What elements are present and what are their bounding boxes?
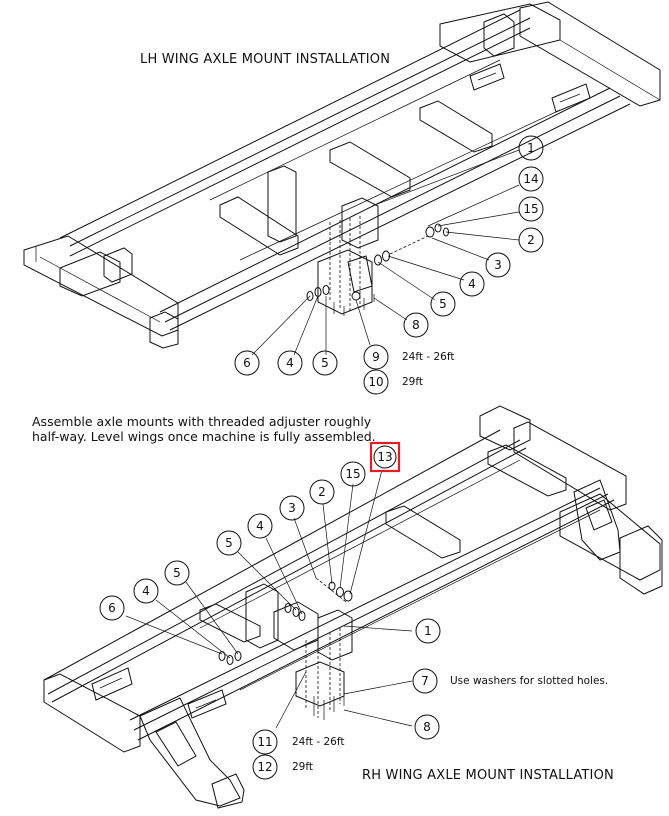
svg-text:5: 5 <box>173 566 181 580</box>
svg-text:4: 4 <box>142 584 150 598</box>
lh-title: LH WING AXLE MOUNT INSTALLATION <box>140 52 391 67</box>
svg-text:8: 8 <box>412 318 420 332</box>
rh-leaders <box>125 469 413 729</box>
svg-text:7: 7 <box>421 674 429 688</box>
svg-text:4: 4 <box>468 277 476 291</box>
rh-frame <box>43 405 663 809</box>
rh-callout-1: 1 <box>415 618 441 644</box>
svg-text:2: 2 <box>527 233 535 247</box>
rh-title: RH WING AXLE MOUNT INSTALLATION <box>362 768 614 783</box>
svg-text:6: 6 <box>243 356 251 370</box>
svg-text:3: 3 <box>288 501 296 515</box>
svg-text:13: 13 <box>377 450 392 464</box>
rh-size-11: 24ft - 26ft <box>292 736 345 748</box>
lh-callout-6: 6 <box>234 350 260 376</box>
rh-callout-4: 4 <box>247 513 273 539</box>
lh-callout-4b: 4 <box>277 350 303 376</box>
svg-text:8: 8 <box>423 720 431 734</box>
rh-callouts: 13 15 2 3 4 5 4 5 6 1 7 8 11 12 <box>99 441 441 780</box>
rh-callout-5: 5 <box>216 530 242 556</box>
svg-text:14: 14 <box>523 172 538 186</box>
svg-text:3: 3 <box>494 258 502 272</box>
lh-callout-15: 15 <box>518 196 544 222</box>
svg-text:9: 9 <box>372 350 380 364</box>
svg-text:4: 4 <box>286 356 294 370</box>
svg-text:5: 5 <box>225 536 233 550</box>
rh-callout-13: 13 <box>369 441 401 473</box>
lh-callout-1: 1 <box>518 135 544 161</box>
rh-callout-15: 15 <box>340 461 366 487</box>
svg-text:10: 10 <box>368 375 383 389</box>
lh-callout-5: 5 <box>430 291 456 317</box>
lh-callout-8: 8 <box>403 312 429 338</box>
rh-callout-3: 3 <box>279 495 305 521</box>
lh-callouts: 1 14 15 2 3 4 5 8 6 4 5 9 10 <box>234 135 544 395</box>
lh-callout-4: 4 <box>459 271 485 297</box>
lh-callout-5b: 5 <box>312 350 338 376</box>
rh-callout-12: 12 <box>252 754 278 780</box>
rh-callout-8: 8 <box>414 714 440 740</box>
svg-text:5: 5 <box>321 356 329 370</box>
svg-text:1: 1 <box>527 141 535 155</box>
rh-callout-2: 2 <box>309 479 335 505</box>
svg-text:4: 4 <box>256 519 264 533</box>
rh-size-12: 29ft <box>292 761 313 773</box>
svg-text:11: 11 <box>257 735 272 749</box>
washers-note: Use washers for slotted holes. <box>450 675 609 687</box>
svg-text:15: 15 <box>523 202 538 216</box>
lh-callout-9: 9 <box>363 344 389 370</box>
svg-text:1: 1 <box>424 624 432 638</box>
svg-text:5: 5 <box>439 297 447 311</box>
lh-callout-2: 2 <box>518 227 544 253</box>
assembly-note-line2: half-way. Level wings once machine is fu… <box>32 429 376 444</box>
lh-callout-14: 14 <box>518 166 544 192</box>
lh-size-10: 29ft <box>402 376 423 388</box>
rh-callout-4b: 4 <box>133 578 159 604</box>
lh-size-9: 24ft - 26ft <box>402 351 455 363</box>
lh-callout-3: 3 <box>485 252 511 278</box>
svg-text:6: 6 <box>108 601 116 615</box>
lh-leaders <box>251 149 520 356</box>
svg-text:2: 2 <box>318 485 326 499</box>
rh-callout-11: 11 <box>252 729 278 755</box>
svg-text:15: 15 <box>345 467 360 481</box>
assembly-note-line1: Assemble axle mounts with threaded adjus… <box>32 414 372 429</box>
lh-frame <box>23 1 661 349</box>
rh-callout-6: 6 <box>99 595 125 621</box>
rh-callout-7: 7 <box>412 668 438 694</box>
rh-callout-5b: 5 <box>164 560 190 586</box>
lh-callout-10: 10 <box>363 369 389 395</box>
svg-text:12: 12 <box>257 760 272 774</box>
